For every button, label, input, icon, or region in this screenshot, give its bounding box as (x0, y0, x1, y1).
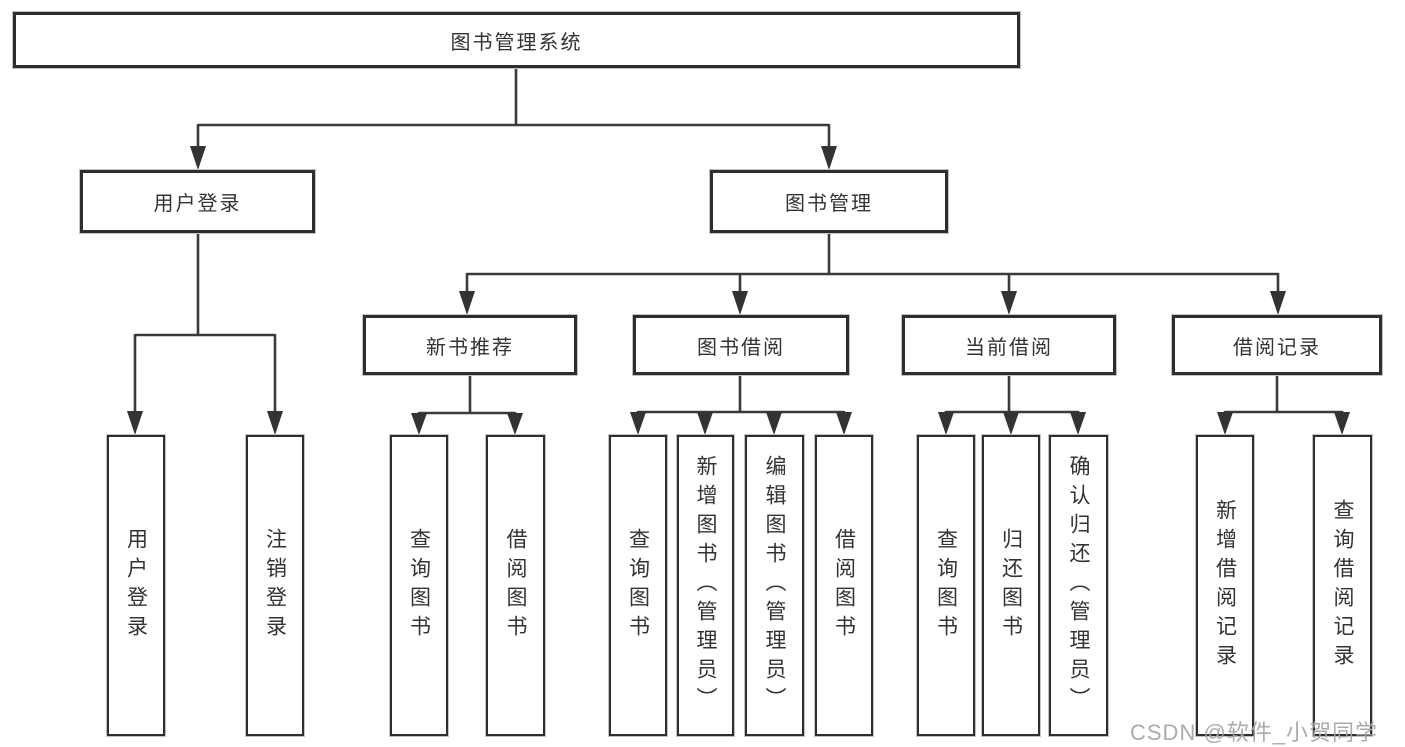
leaf-confirm-return-admin: 确认归还（管理员） (1049, 435, 1108, 736)
leaf-add-borrow-record-label: 新增借阅记录 (1213, 498, 1237, 673)
node-user-login: 用户登录 (80, 170, 315, 233)
leaf-return-books-label: 归还图书 (999, 527, 1023, 644)
node-root: 图书管理系统 (13, 12, 1020, 68)
leaf-user-login: 用户登录 (107, 435, 165, 736)
leaf-edit-books-admin-label: 编辑图书（管理员） (763, 455, 786, 716)
node-borrowing-records-label: 借阅记录 (1233, 336, 1321, 359)
leaf-add-books-admin-label: 新增图书（管理员） (694, 455, 717, 716)
node-book-management-label: 图书管理 (785, 193, 873, 215)
leaf-edit-books-admin: 编辑图书（管理员） (745, 435, 804, 736)
leaf-query-books-current: 查询图书 (917, 435, 975, 736)
node-new-book-recommendation-label: 新书推荐 (426, 336, 514, 359)
node-borrowing-records: 借阅记录 (1172, 315, 1382, 375)
leaf-add-books-admin: 新增图书（管理员） (677, 435, 734, 736)
leaf-query-books-borrow-label: 查询图书 (626, 527, 650, 644)
connector-borrow-records-children (1217, 375, 1350, 435)
csdn-watermark: CSDN @软件_小贺同学 (1130, 720, 1379, 745)
leaf-return-books: 归还图书 (982, 435, 1040, 736)
leaf-query-books-borrow: 查询图书 (609, 435, 667, 736)
connector-book-borrow-children (630, 375, 852, 435)
connector-user-login-children (127, 233, 283, 435)
node-user-login-label: 用户登录 (153, 193, 242, 215)
connector-book-mgmt-to-level3 (459, 233, 1286, 315)
leaf-borrow-books: 借阅图书 (815, 435, 873, 736)
leaf-logout-label: 注销登录 (263, 527, 287, 644)
node-book-borrowing-label: 图书借阅 (697, 336, 785, 359)
leaf-query-books-current-label: 查询图书 (934, 527, 958, 644)
node-current-borrowing-label: 当前借阅 (965, 336, 1053, 359)
node-new-book-recommendation: 新书推荐 (363, 315, 577, 375)
leaf-user-login-label: 用户登录 (124, 527, 148, 644)
connector-current-borrow-children (938, 375, 1086, 435)
leaf-query-borrow-record-label: 查询借阅记录 (1331, 498, 1354, 673)
node-book-management: 图书管理 (710, 170, 948, 233)
leaf-borrow-books-label: 借阅图书 (832, 527, 856, 644)
leaf-query-borrow-record: 查询借阅记录 (1313, 435, 1372, 736)
leaf-confirm-return-admin-label: 确认归还（管理员） (1067, 455, 1090, 716)
node-root-label: 图书管理系统 (450, 31, 583, 54)
connector-new-book-rec-children (411, 375, 523, 435)
leaf-query-books-recommend: 查询图书 (390, 435, 448, 736)
leaf-borrow-books-recommend: 借阅图书 (486, 435, 545, 736)
leaf-logout: 注销登录 (246, 435, 304, 736)
node-book-borrowing: 图书借阅 (633, 315, 849, 375)
leaf-add-borrow-record: 新增借阅记录 (1196, 435, 1254, 736)
leaf-borrow-books-recommend-label: 借阅图书 (504, 527, 527, 644)
leaf-query-books-recommend-label: 查询图书 (407, 527, 431, 644)
connector-root-to-level2 (190, 68, 837, 170)
node-current-borrowing: 当前借阅 (902, 315, 1116, 375)
